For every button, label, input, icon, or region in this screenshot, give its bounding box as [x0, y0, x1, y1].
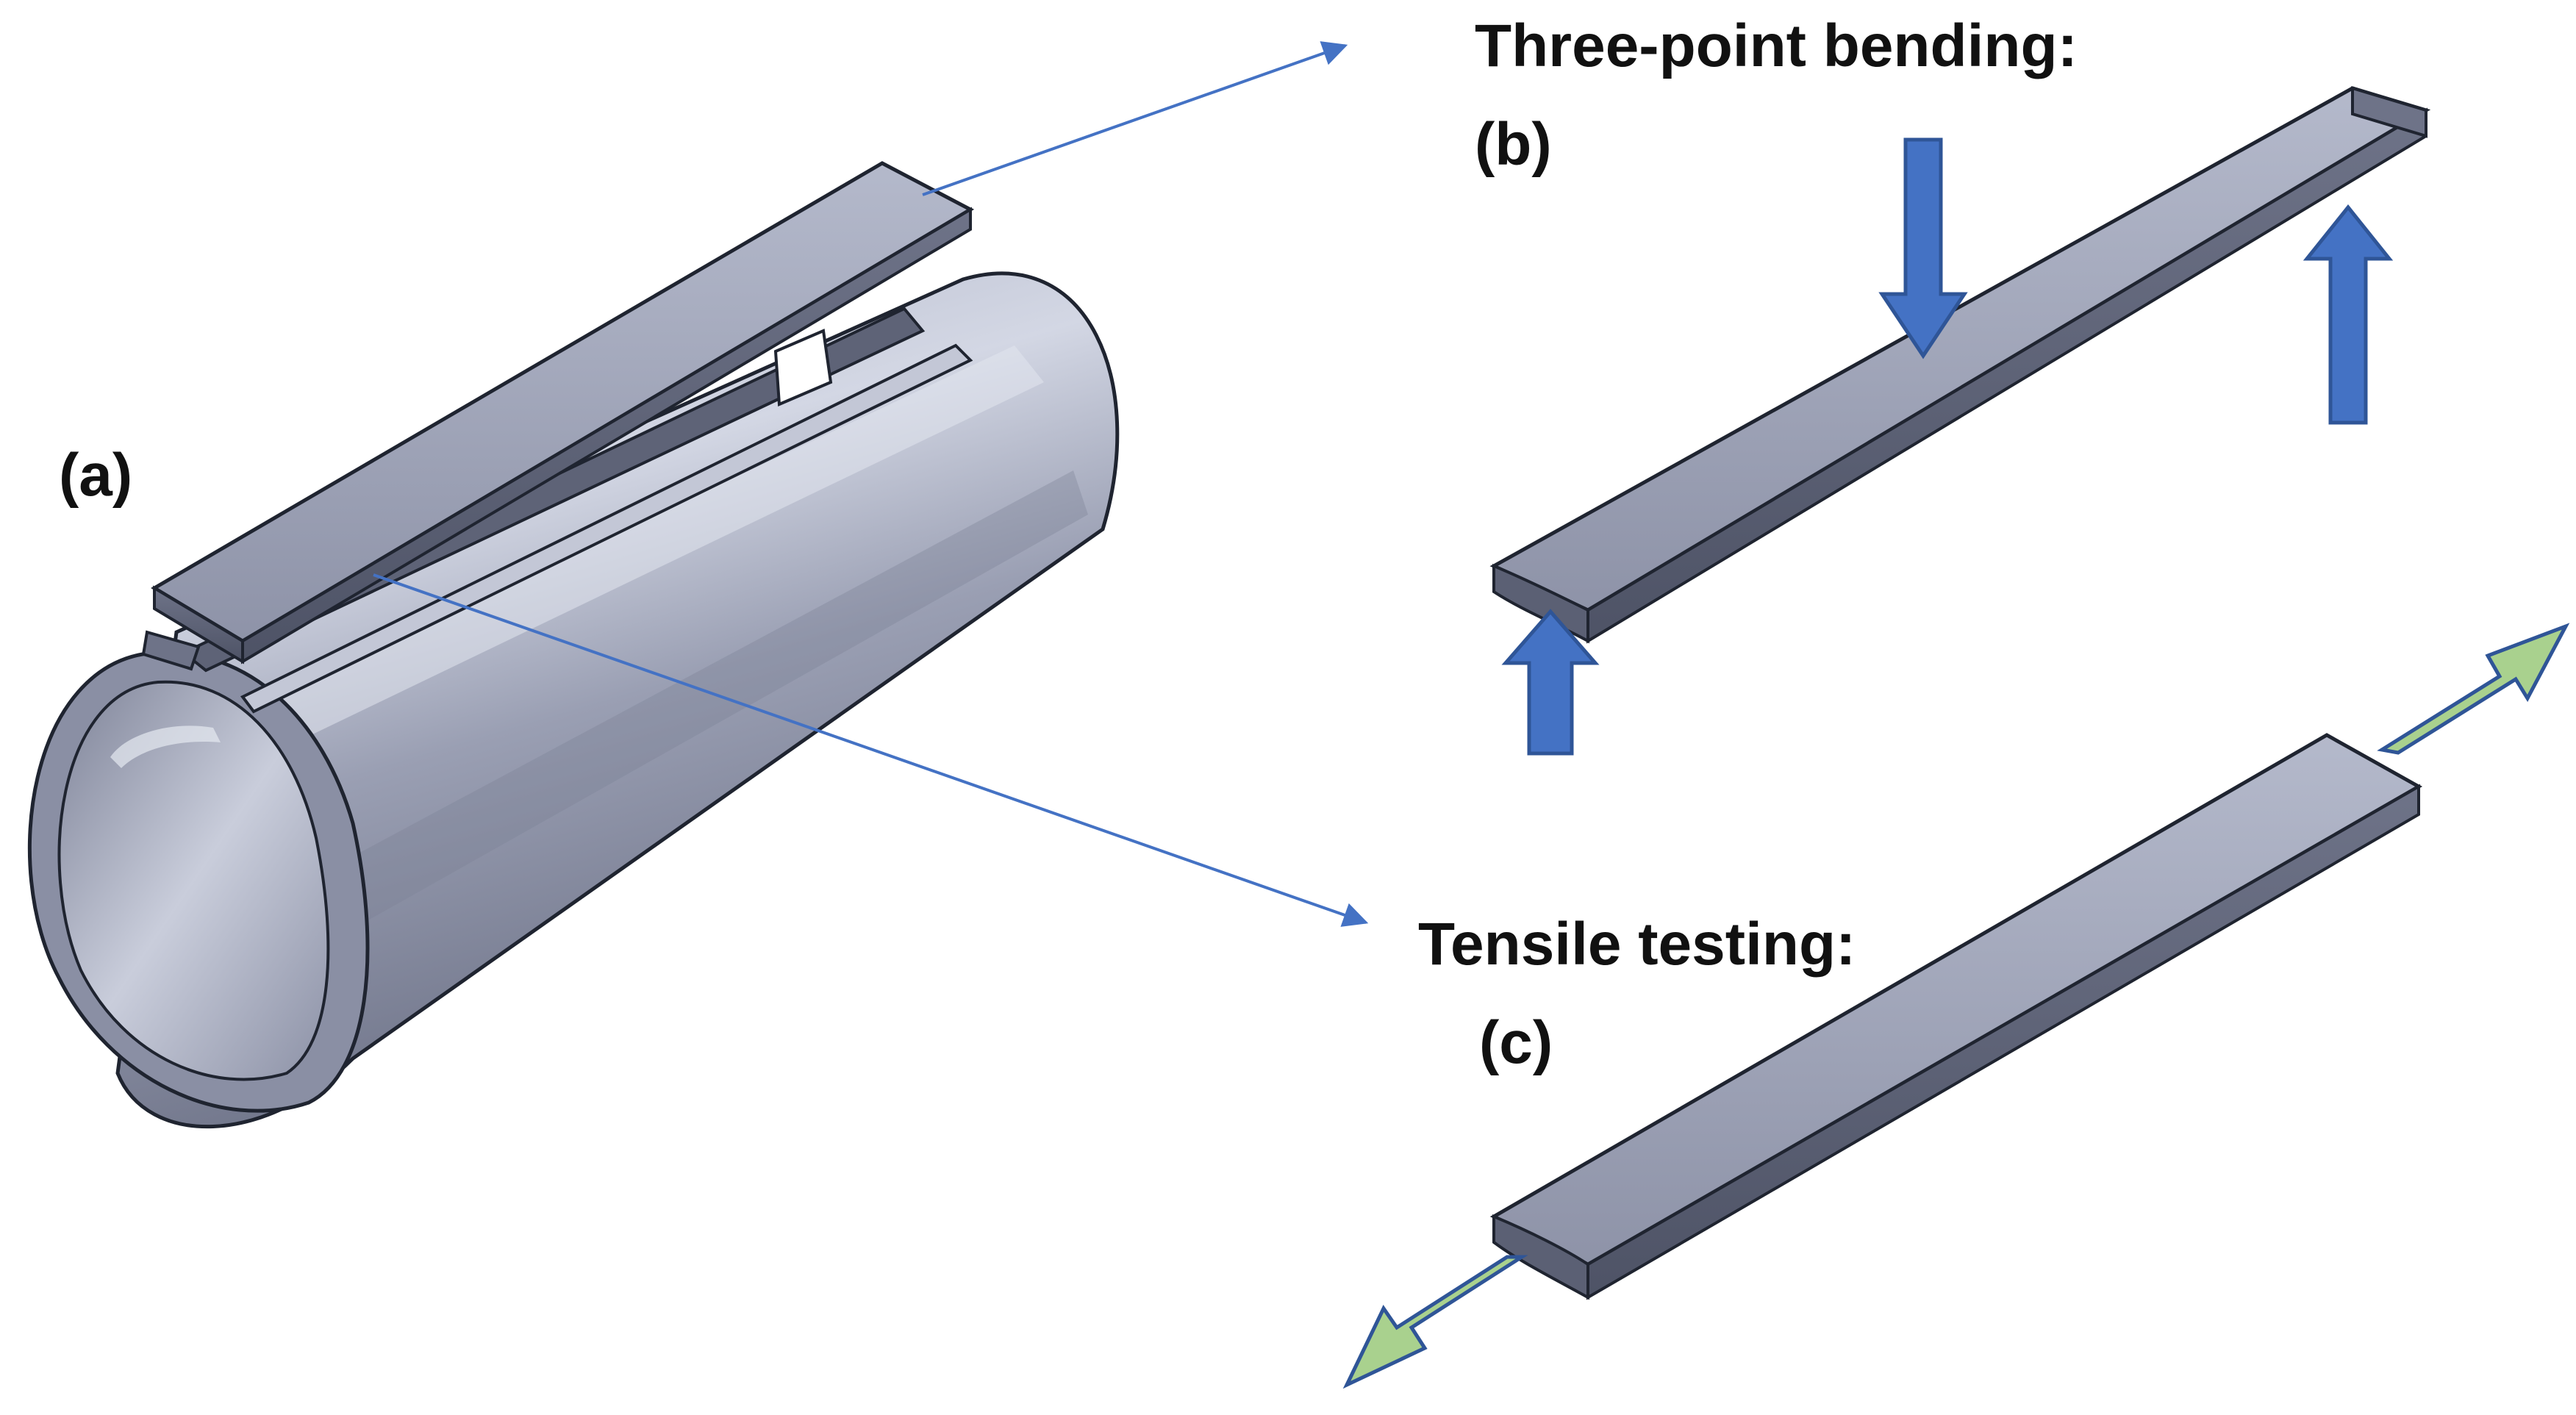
tube-end-notch — [141, 630, 201, 671]
tube-end-inner — [57, 680, 330, 1081]
support-arrow-right-icon — [2303, 204, 2394, 425]
panel-c-label: (c) — [1479, 1009, 1553, 1076]
tension-arrow-right-icon — [2377, 623, 2570, 755]
tension-arrow-left-icon — [1342, 1255, 1528, 1389]
tube-slot-lip — [240, 343, 973, 714]
bending-strip-far-end — [2351, 86, 2427, 138]
panel-a-label: (a) — [59, 442, 133, 509]
tube-strip-side — [241, 207, 972, 664]
bending-specimen — [1489, 86, 2431, 644]
panel-b-label: (b) — [1475, 111, 1552, 178]
tensile-strip-top — [1489, 733, 2423, 1267]
tensile-strip-side — [1586, 784, 2420, 1300]
tube-highlight — [221, 345, 1044, 764]
tensile-load-arrows — [1342, 623, 2570, 1389]
tensile-specimen — [1489, 733, 2423, 1300]
panel-c-title: Tensile testing: — [1418, 911, 1856, 978]
tube-shadow-band — [250, 470, 1088, 970]
leader-line-to-bending — [922, 41, 1348, 196]
tube-inner-streak — [110, 726, 221, 768]
panel-b-title: Three-point bending: — [1475, 12, 2078, 79]
support-arrow-left-icon — [1501, 609, 1600, 756]
bending-strip-top — [1489, 86, 2431, 612]
bending-load-arrows — [1501, 137, 2394, 756]
leader-line-to-tensile — [373, 573, 1369, 927]
bending-strip-side — [1586, 107, 2427, 644]
tube-assembly — [27, 161, 1120, 1129]
bending-strip-end — [1492, 563, 1589, 644]
tube-gap-opening — [773, 329, 833, 406]
load-arrow-down-icon — [1878, 137, 1968, 359]
